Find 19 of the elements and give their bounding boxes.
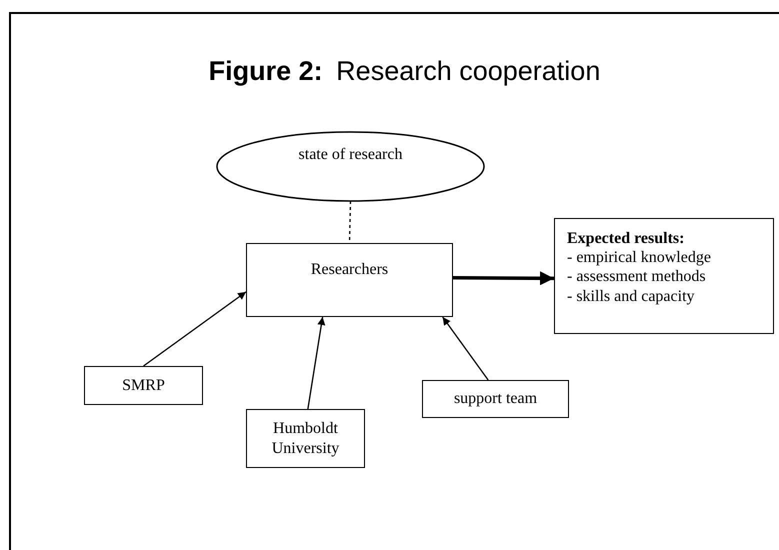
- process-box: [246, 409, 365, 468]
- arrow: [143, 291, 246, 367]
- box-text: - skills and capacity: [567, 286, 695, 306]
- box-text: support team: [454, 389, 538, 409]
- box-text: SMRP: [122, 376, 165, 396]
- process-box: [422, 380, 569, 418]
- figure-title: Figure 2: Research cooperation: [208, 56, 602, 87]
- process-box: [246, 243, 453, 317]
- box-text: Researchers: [310, 260, 388, 280]
- box-text: Humboldt University: [270, 419, 340, 458]
- box-text: - assessment methods: [567, 267, 706, 287]
- arrow: [307, 316, 326, 410]
- process-box: [84, 366, 203, 405]
- box-text: - empirical knowledge: [567, 248, 711, 268]
- results-box: [554, 218, 774, 334]
- arrow: [452, 271, 554, 286]
- arrow: [442, 316, 489, 380]
- box-heading: Expected results:: [567, 229, 684, 248]
- box-text: state of research: [298, 144, 402, 164]
